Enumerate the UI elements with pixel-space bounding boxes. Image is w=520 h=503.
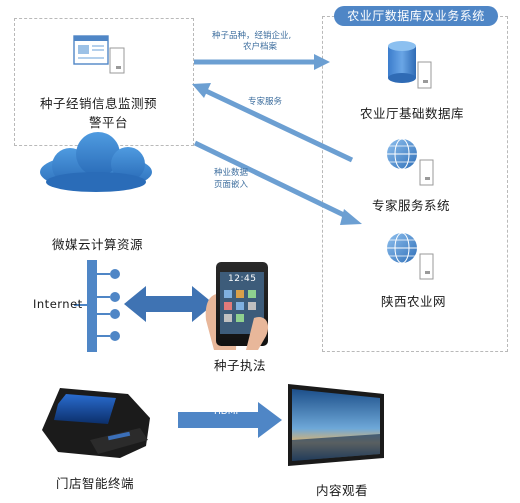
arrow-expert-label: 专家服务 xyxy=(248,97,283,107)
arrow-expert xyxy=(192,83,354,163)
system-item-label: 农业厅基础数据库 xyxy=(360,106,465,121)
globe-icon xyxy=(387,232,434,280)
cloud-icon xyxy=(40,132,152,192)
internet-label: Internet xyxy=(33,297,83,311)
platform-title-line2: 警平台 xyxy=(89,115,129,130)
system-item-label: 专家服务系统 xyxy=(372,198,451,213)
terminal-label: 门店智能终端 xyxy=(56,476,135,491)
system-item-label: 陕西农业网 xyxy=(381,294,447,309)
arrow-top-label-line2: 农户档案 xyxy=(243,42,278,52)
network-switch-icon xyxy=(74,260,120,352)
hdmi-label: HDMI xyxy=(214,407,239,417)
cloud-label: 微媒云计算资源 xyxy=(52,237,144,252)
tv-label: 内容观看 xyxy=(316,483,369,498)
arrow-embed-label-line2: 页面嵌入 xyxy=(214,180,249,190)
phone-label: 种子执法 xyxy=(214,358,267,373)
arrow-embed-label-line1: 种业数据 xyxy=(214,168,249,178)
window-icon xyxy=(73,35,125,74)
tv-icon xyxy=(288,384,384,466)
hdmi-arrow xyxy=(178,402,282,438)
platform-title-line1: 种子经销信息监测预 xyxy=(40,96,158,111)
double-arrow xyxy=(124,286,214,322)
arrow-top-label-line1: 种子品种，经销企业, xyxy=(212,31,292,41)
arrow-embed xyxy=(193,140,362,225)
system-group-header: 农业厅数据库及业务系统 xyxy=(334,6,498,26)
globe-icon xyxy=(387,138,434,186)
terminal-icon xyxy=(42,388,150,458)
phone-clock: 12:45 xyxy=(228,274,257,284)
database-icon xyxy=(388,41,432,89)
phone-icon xyxy=(205,262,269,350)
arrow-top xyxy=(194,54,330,70)
